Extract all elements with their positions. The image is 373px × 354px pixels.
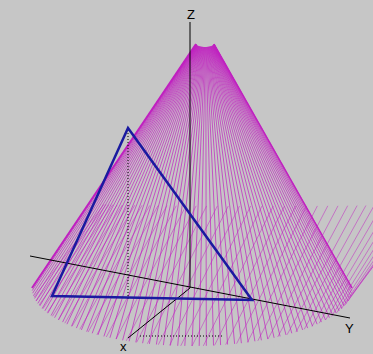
surface-line <box>350 204 373 297</box>
surface-line <box>212 46 317 324</box>
axes <box>30 22 350 338</box>
surface-line <box>341 205 373 309</box>
surface-line <box>170 206 240 345</box>
hidden-lines <box>128 130 222 336</box>
surface-line <box>185 47 205 346</box>
surface-line <box>39 205 109 306</box>
surface-line <box>296 206 366 333</box>
surface-line <box>205 47 207 346</box>
axis-label: x <box>120 340 127 353</box>
surface-line <box>237 206 307 344</box>
surface-line <box>214 44 351 295</box>
surface-line <box>104 47 200 337</box>
surface-line <box>312 205 373 326</box>
surface-line <box>192 206 262 346</box>
surface-line <box>345 205 373 306</box>
surface-line <box>72 46 199 326</box>
surface-line <box>147 206 217 344</box>
surface-line <box>319 205 373 323</box>
cone-surface <box>32 44 373 346</box>
surface-line <box>106 206 176 337</box>
surface-line <box>126 206 196 341</box>
dotted-line <box>140 336 222 337</box>
surface-line <box>33 44 196 295</box>
surface-line <box>199 47 205 346</box>
surface-line <box>214 45 350 299</box>
surface-line <box>214 44 351 293</box>
surface-line <box>215 206 285 345</box>
surface-line <box>212 46 321 322</box>
axis-label: Y <box>345 322 354 335</box>
surface-line <box>87 46 199 331</box>
x-axis <box>128 288 190 338</box>
surface-line <box>137 206 207 343</box>
surface-line <box>214 45 347 304</box>
dotted-line <box>128 130 129 300</box>
surface-line <box>55 46 198 318</box>
surface-line <box>123 47 202 341</box>
surface-line <box>226 206 296 345</box>
surface-line <box>214 44 352 288</box>
surface-line <box>213 45 333 315</box>
surface-line <box>38 45 197 304</box>
surface-line <box>214 45 345 306</box>
axis-label: Z <box>187 8 195 21</box>
triangle-section <box>52 128 252 300</box>
surface-line <box>326 205 373 320</box>
surface-line <box>332 205 373 316</box>
surface-line <box>247 206 317 343</box>
z-axis <box>190 22 191 288</box>
surface-line <box>337 205 373 313</box>
surface-line <box>181 206 251 346</box>
surface-line <box>35 45 197 299</box>
surface-line <box>212 46 313 326</box>
surface-line <box>158 206 228 345</box>
surface-line <box>110 47 200 338</box>
surface-line <box>214 44 352 288</box>
surface-line <box>92 46 199 333</box>
surface-line <box>213 46 330 318</box>
surface-line <box>32 44 196 288</box>
surface-line <box>287 206 357 335</box>
surface-line <box>203 206 273 346</box>
y-axis <box>30 256 350 318</box>
surface-line <box>48 45 197 313</box>
surface-line <box>209 47 255 342</box>
